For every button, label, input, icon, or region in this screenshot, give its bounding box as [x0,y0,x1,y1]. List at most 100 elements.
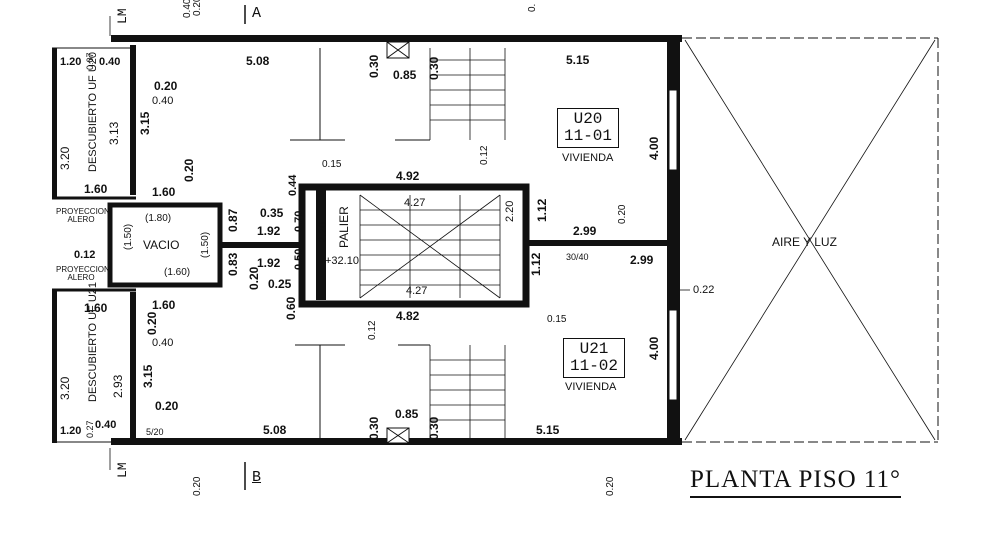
dim-label: 0.07 [85,52,95,70]
unit-u20-type: VIVIENDA [562,152,614,164]
dim-label: 1.12 [529,252,543,276]
dim-label: 5.08 [263,423,287,437]
dim-label: (1.50) [123,223,134,250]
dim-label: 0.40 [95,419,117,431]
dim-label: 0.44 [287,174,299,196]
dim-label: 0.20 [154,79,178,93]
lm-marker-top: LM [115,8,130,24]
unit-u21-code: 11-02 [570,356,619,375]
dim-label: (1.50) [200,231,211,258]
dim-label: 1.12 [535,198,549,222]
dim-label: 0.30 [367,416,381,440]
dim-label: 0.15 [322,159,342,170]
dim-label: 0.20 [182,158,196,182]
dim-label: 3.20 [58,376,72,400]
dim-label: 0.30 [427,56,441,80]
dim-label: 4.82 [396,309,420,323]
dim-label: 1.92 [257,256,281,270]
dim-label: 0.40 [152,337,174,349]
terrace-wall-top [52,48,57,198]
dim-label: 0.20 [192,476,203,496]
dim-label: 0.20 [145,311,159,335]
dim-label: 5.15 [536,423,560,437]
dim-label: 0.20 [605,476,616,496]
dim-label: 2.20 [504,200,516,222]
outer-wall-top [111,35,682,42]
dim-label: 0.83 [226,252,240,276]
terrace-wall-bot [52,290,57,443]
left-wall-upper [130,45,136,195]
dim-label: 4.92 [396,169,420,183]
section-marker-a: A [252,5,262,22]
palier-label: PALIER [337,206,351,248]
dim-label: 0.27 [85,420,95,438]
proyeccion-alero-bottom: PROYECCION ALERO [56,265,110,282]
dim-label: 4.27 [404,197,426,209]
dim-label: 4.00 [647,336,661,360]
dim-label: 2.20 [317,221,329,243]
dim-label: 0.70 [293,210,305,232]
dim-label: 1.60 [152,298,176,312]
dim-label: 0.40 [99,56,121,68]
dim-label: 3.15 [141,364,155,388]
unit-u21-label: U21 11-02 [563,338,626,378]
proyeccion-alero-top: PROYECCION ALERO [56,207,110,224]
dim-label: 3.15 [138,111,152,135]
dim-label: 0.50 [293,248,305,270]
vacio-label: VACIO [143,238,180,252]
dim-label: (1.80) [145,213,172,224]
dim-label: 0.20 [617,204,628,224]
dim-label: (1.60) [164,267,191,278]
section-marker-b: B [252,469,262,486]
dim-label: 0.60 [284,296,298,320]
unit-u20-label: U20 11-01 [557,108,620,148]
dim-label: 3.20 [58,146,72,170]
dim-label: 2.93 [111,374,125,398]
dim-label: 1.20 [60,425,82,437]
dim-label: 0.25 [268,277,292,291]
dim-label: 5.15 [566,53,590,67]
unit-u20-code: 11-01 [564,126,613,145]
dim-label: 0.87 [226,208,240,232]
dim-label: 0.22 [693,284,715,296]
dim-label: 0.85 [393,68,417,82]
dim-label: 0.20 [155,399,179,413]
dim-label: 0.20 [192,0,203,16]
dim-label: 0. [527,3,538,12]
dim-label: 2.99 [573,224,597,238]
unit-u20-id: U20 [573,110,603,128]
dim-label: +32.10 [325,255,359,267]
dim-label: 3.13 [107,121,121,145]
vacio-wall [107,202,223,288]
dim-label: 0.30 [427,416,441,440]
dim-label: 0.40 [152,95,174,107]
dim-label: 0.12 [74,249,96,261]
descubierto-u21-label: DESCUBIERTO UF U21 [87,281,99,402]
dim-label: 5.08 [246,54,270,68]
dim-label: 1.60 [152,185,176,199]
dim-label: 2.99 [630,253,654,267]
lm-marker-bottom: LM [115,462,130,478]
dim-label: 0.85 [395,407,419,421]
dim-label: 30/40 [566,252,589,262]
dim-label: 0.35 [260,206,284,220]
dim-label: 4.27 [406,285,428,297]
descubierto-u20-label: DESCUBIERTO UF U20 [87,51,99,172]
dim-label: 0.30 [367,54,381,78]
left-wall-lower [130,292,136,442]
dim-label: 4.00 [647,136,661,160]
plan-title: PLANTA PISO 11° [690,466,901,498]
dim-label: 0.12 [479,145,490,165]
dim-label: 5/20 [146,427,164,437]
dim-label: 1.20 [60,56,82,68]
unit-u21-id: U21 [579,340,609,358]
dim-label: 0.15 [547,314,567,325]
dim-label: 0.20 [247,266,261,290]
unit-u21-type: VIVIENDA [565,381,617,393]
dim-label: 0.12 [367,320,378,340]
dim-label: 1.60 [84,301,108,315]
dim-label: 1.92 [257,224,281,238]
dim-label: 1.60 [84,182,108,196]
aire-luz-label: AIRE Y LUZ [772,235,837,249]
